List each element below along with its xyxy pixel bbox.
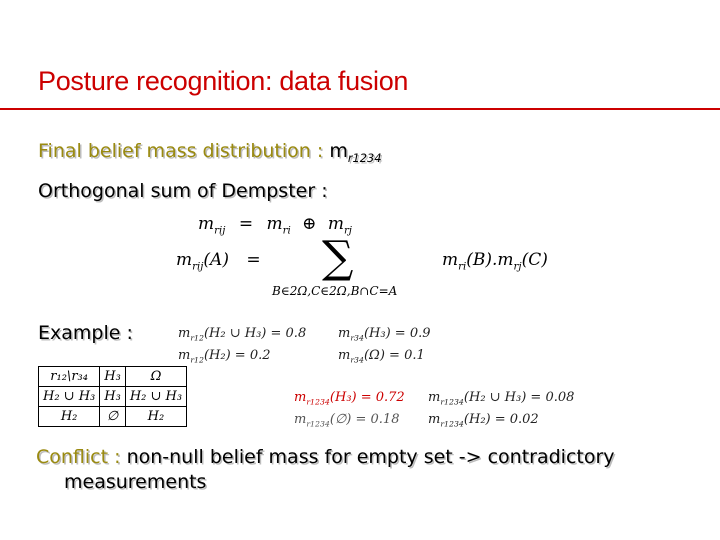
table-header-row: r₁₂\r₃₄ H₃ Ω [37, 366, 188, 387]
conflict-label: Conflict : [36, 446, 121, 468]
table-header-cell: H₃ [99, 366, 126, 387]
table-cell: H₂ [37, 406, 101, 427]
summation-symbol: ∑ [322, 232, 354, 283]
conflict-text: non-null belief mass for empty set -> co… [126, 446, 615, 468]
conflict-line: Conflict : non-null belief mass for empt… [36, 446, 615, 468]
orthogonal-sum-label: Orthogonal sum of Dempster : [38, 180, 328, 202]
example-label: Example : [38, 322, 133, 344]
table-cell: H₂ ∪ H₃ [37, 386, 101, 407]
title-divider [0, 108, 720, 110]
table-header-cell: r₁₂\r₃₄ [37, 366, 101, 387]
table-cell: H₂ ∪ H₃ [124, 386, 188, 407]
fused-mass-h3: mr1234(H₃) = 0.72 [294, 390, 405, 407]
final-belief-line: Final belief mass distribution : mr1234 [38, 140, 382, 165]
final-belief-label: Final belief mass distribution : [38, 140, 324, 162]
source-mass-4: mr34(Ω) = 0.1 [338, 348, 425, 365]
table-cell: H₃ [99, 386, 126, 407]
source-mass-1: mr12(H₂ ∪ H₃) = 0.8 [178, 326, 307, 343]
fused-mass-empty-set: mr1234(∅) = 0.18 [294, 412, 400, 429]
conflict-text-continued: measurements [64, 471, 207, 493]
fused-mass-h2-union-h3: mr1234(H₂ ∪ H₃) = 0.08 [428, 390, 575, 407]
table-header-cell: Ω [124, 366, 188, 387]
source-mass-2: mr34(H₃) = 0.9 [338, 326, 431, 343]
table-cell: ∅ [99, 406, 126, 427]
fused-mass-h2: mr1234(H₂) = 0.02 [428, 412, 539, 429]
formula-dempster-rule-lhs: mrij(A) = [176, 250, 261, 273]
source-mass-3: mr12(H₂) = 0.2 [178, 348, 271, 365]
table-row: H₂ ∪ H₃ H₃ H₂ ∪ H₃ [37, 386, 188, 407]
table-row: H₂ ∅ H₂ [37, 406, 188, 427]
final-belief-symbol: mr1234 [329, 140, 382, 165]
table-cell: H₂ [124, 406, 188, 427]
formula-dempster-sum: mrij = mri ⊕ mrj [198, 214, 352, 237]
formula-dempster-rule-rhs: mri(B).mrj(C) [442, 250, 548, 273]
summation-index: B∈2Ω,C∈2Ω,B∩C=A [272, 284, 398, 298]
intersection-table: r₁₂\r₃₄ H₃ Ω H₂ ∪ H₃ H₃ H₂ ∪ H₃ H₂ ∅ H₂ [37, 366, 188, 427]
slide-title: Posture recognition: data fusion [38, 66, 409, 96]
